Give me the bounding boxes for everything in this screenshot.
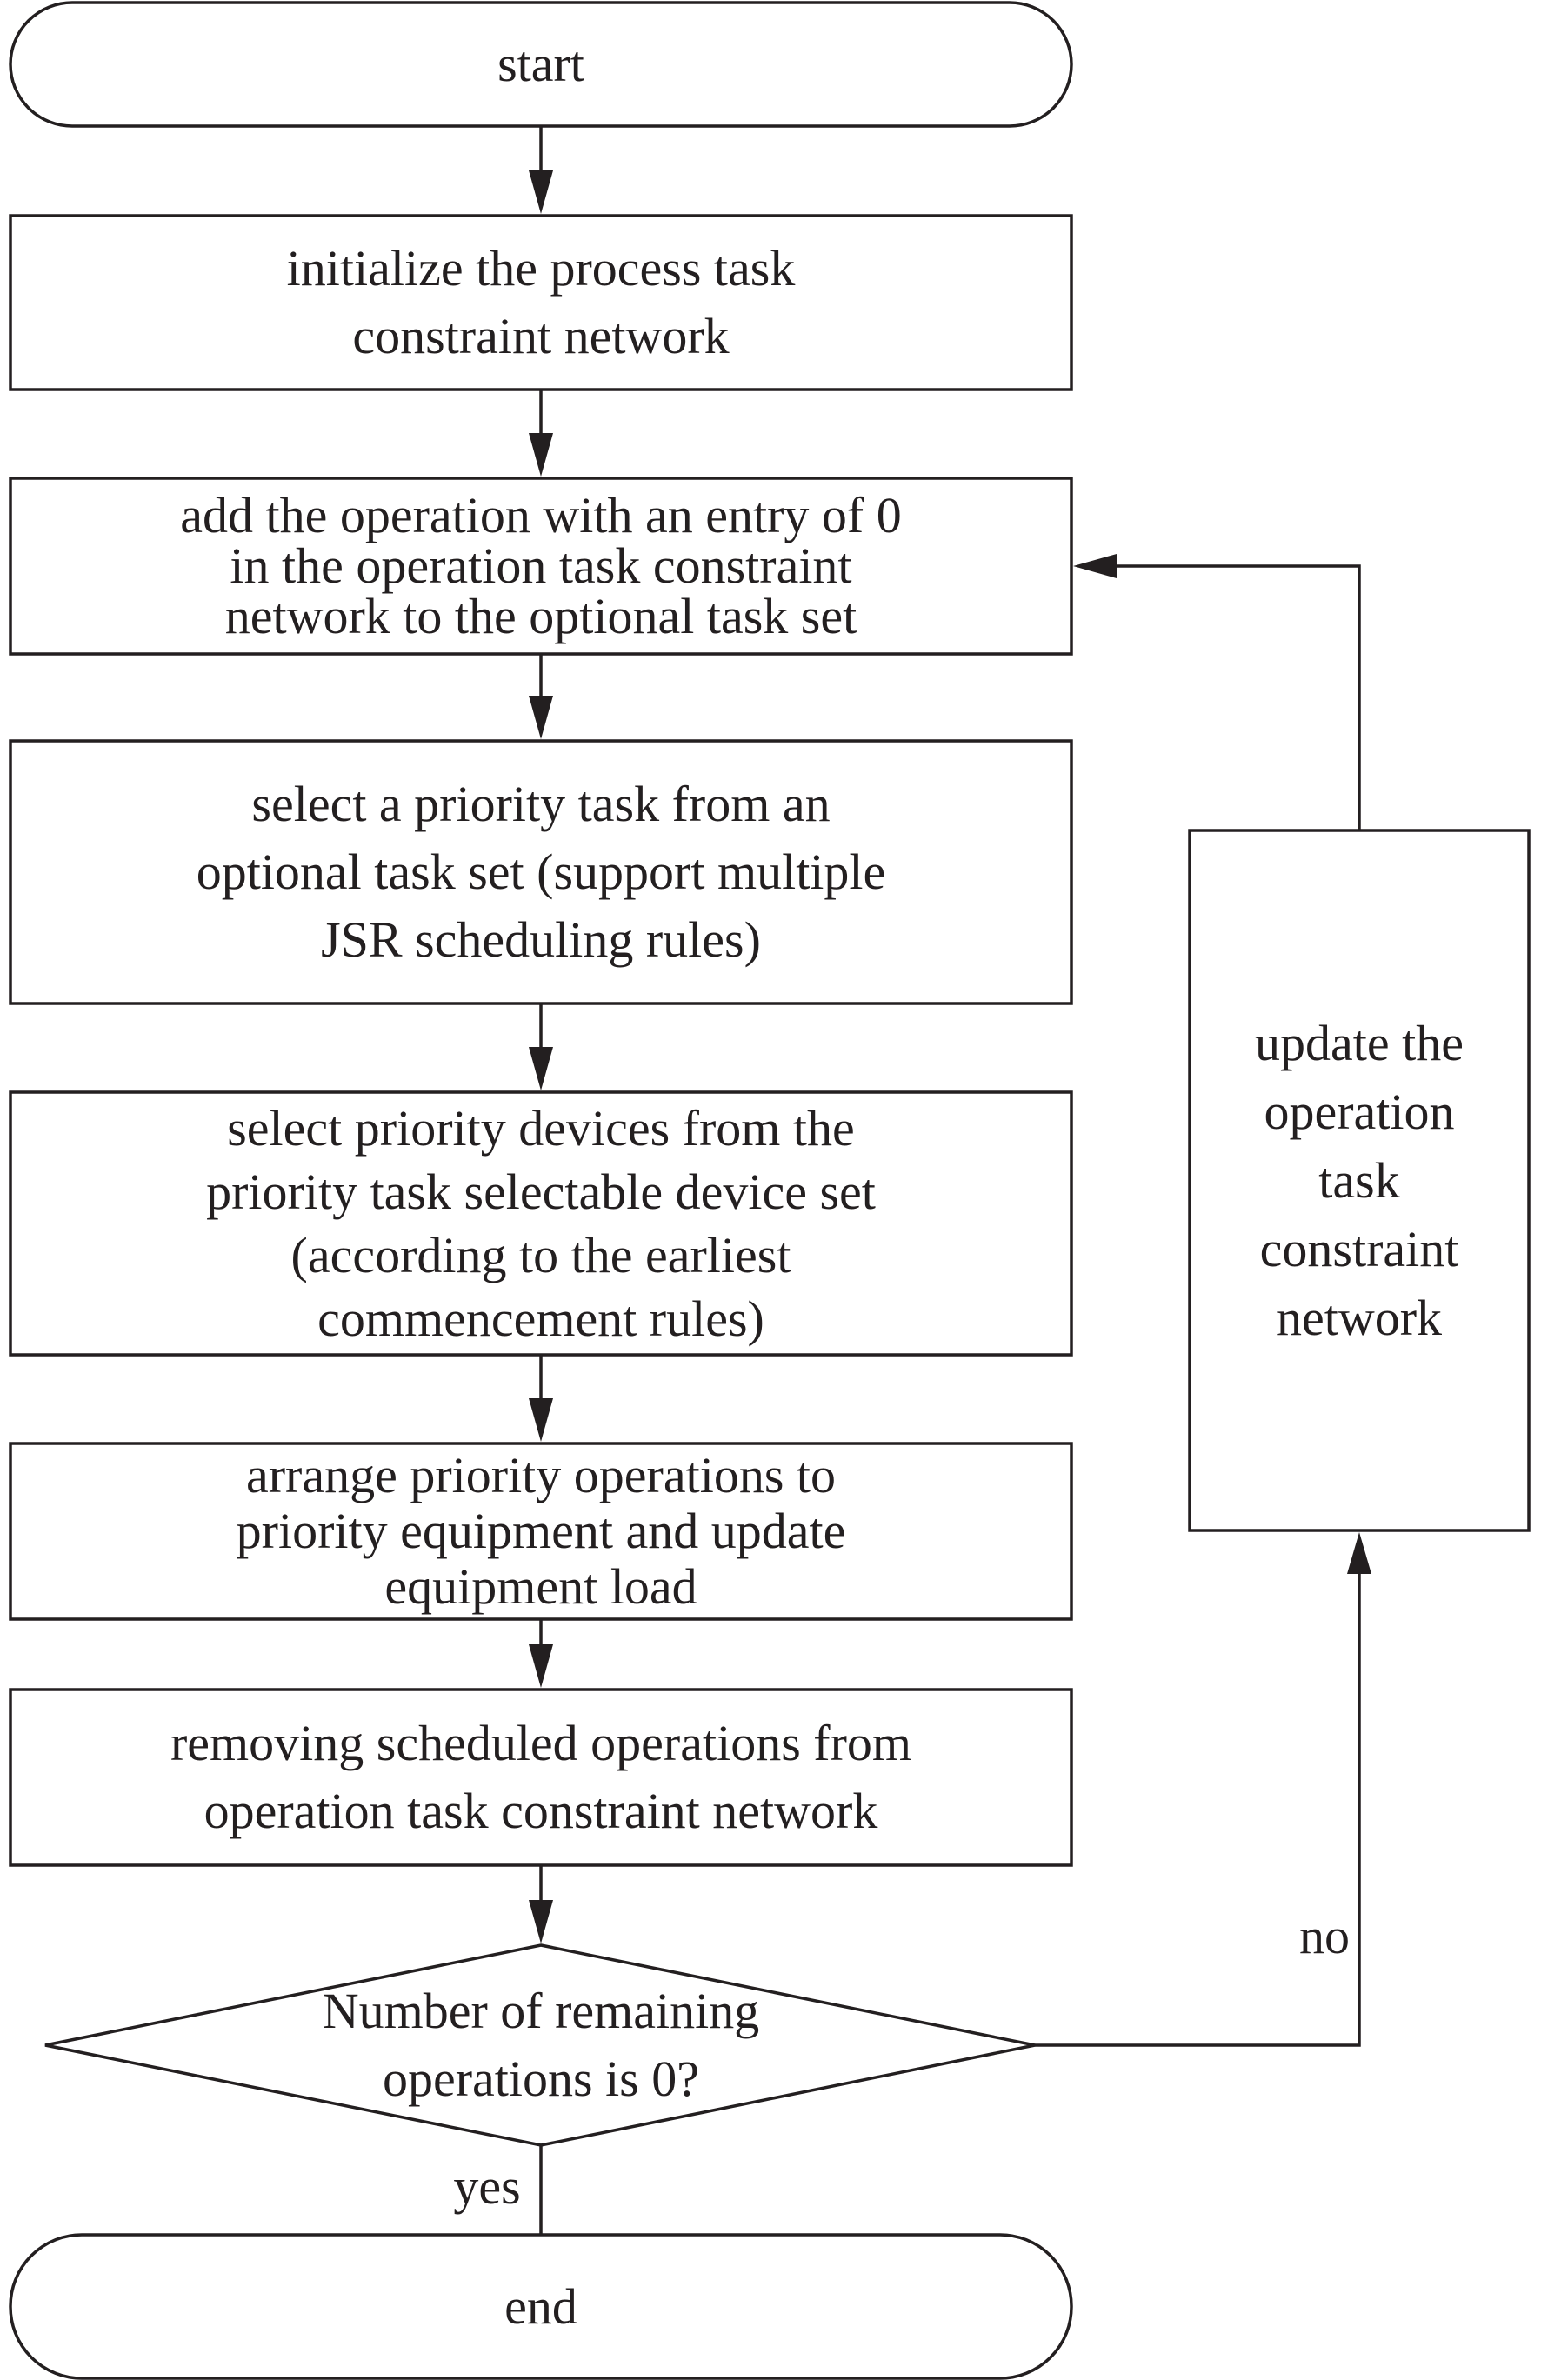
select-devices-box (9, 1090, 1073, 1357)
start-label: start (497, 36, 584, 92)
arrow-remove-to-decision (529, 1865, 553, 1943)
arrange-operations-label: arrange priority operations to priority … (236, 1447, 846, 1615)
update-network-box (1188, 829, 1531, 1532)
remove-operations-label: removing scheduled operations from opera… (170, 1715, 912, 1839)
arrow-start-to-initialize (529, 126, 553, 214)
select-task-label: select a priority task from an optional … (196, 776, 886, 968)
arrow-select-task-to-devices (529, 1003, 553, 1090)
decision-label: Number of remaining operations is 0? (322, 1983, 760, 2107)
arrow-add-to-select-task (529, 654, 553, 739)
arrow-update-to-add (1073, 554, 1361, 830)
end-label: end (504, 2277, 577, 2335)
add-operation-label: add the operation with an entry of 0 in … (180, 487, 902, 644)
select-task-box (9, 739, 1073, 1005)
arrow-arrange-to-remove (529, 1619, 553, 1688)
add-operation-box (9, 477, 1073, 656)
arrow-devices-to-arrange (529, 1355, 553, 1442)
arrow-initialize-to-add (529, 390, 553, 477)
select-devices-label: select priority devices from the priorit… (206, 1100, 876, 1347)
initialize-label: initialize the process task constraint n… (286, 240, 796, 364)
update-network-label: update the operation task constraint net… (1255, 1015, 1464, 1346)
no-label: no (1299, 1908, 1350, 1964)
initialize-box (9, 214, 1073, 391)
yes-label: yes (453, 2158, 521, 2215)
arrow-decision-to-update (1035, 1532, 1371, 2047)
